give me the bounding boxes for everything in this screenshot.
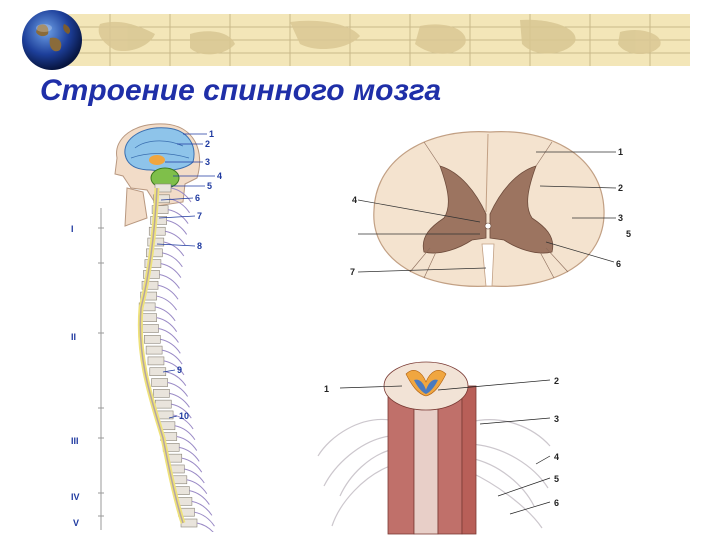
spinal-nerve — [165, 230, 186, 246]
globe-icon — [22, 10, 82, 70]
spinal-nerve — [191, 500, 213, 516]
spinal-nerve — [162, 252, 183, 268]
region-label: IV — [71, 492, 80, 502]
header-banner — [60, 14, 690, 66]
label: 5 — [626, 229, 631, 239]
label: 8 — [197, 241, 202, 251]
vertebra — [141, 280, 159, 290]
page-title: Строение спинного мозга — [40, 74, 442, 107]
vertebrae — [138, 183, 198, 528]
vertebra — [145, 345, 163, 355]
spinal-nerve — [155, 306, 176, 322]
label: 4 — [554, 452, 559, 462]
spinal-nerve — [169, 392, 190, 408]
label: 6 — [616, 259, 621, 269]
vertebra — [151, 378, 168, 387]
label: 3 — [205, 157, 210, 167]
vertebra — [146, 248, 163, 258]
spinal-nerve — [160, 338, 181, 354]
midbrain — [149, 155, 165, 165]
label: 3 — [554, 414, 559, 424]
spinal-nerve — [163, 241, 185, 257]
label: 2 — [205, 139, 210, 149]
spinal-nerve — [156, 295, 178, 311]
spinal-nerve — [174, 425, 196, 441]
segment-figure: 1 2 3 4 5 6 — [310, 346, 580, 536]
central-canal — [484, 222, 492, 230]
vertebra — [144, 259, 162, 268]
spinal-nerve — [184, 468, 205, 484]
spinal-nerve — [159, 273, 180, 289]
label: 10 — [179, 411, 189, 421]
region-label: II — [71, 332, 76, 342]
spinal-nerve — [176, 436, 198, 451]
label: 7 — [197, 211, 202, 221]
spinal-nerve — [165, 371, 187, 386]
spinal-nerve — [181, 457, 203, 473]
spinal-nerve — [160, 263, 182, 278]
grey-matter-left — [422, 165, 487, 254]
label: 7 — [350, 267, 355, 277]
vertebra — [143, 334, 161, 344]
spinal-nerve — [171, 403, 192, 419]
label: 3 — [618, 213, 623, 223]
vertebra — [148, 226, 166, 236]
label: 9 — [177, 365, 182, 375]
label: 2 — [618, 183, 623, 193]
vertebra — [153, 389, 170, 398]
spinal-nerve — [158, 327, 179, 343]
label: 5 — [207, 181, 212, 191]
spinal-nerve — [166, 219, 188, 235]
cord-columns — [387, 385, 477, 535]
spinal-nerve — [157, 284, 179, 300]
label: 2 — [554, 376, 559, 386]
label: 6 — [195, 193, 200, 203]
spinal-nerve — [163, 360, 185, 376]
region-label: III — [71, 436, 79, 446]
spine-figure: I II III IV V 1 2 3 4 5 6 7 8 9 10 — [65, 118, 245, 532]
label: 6 — [554, 498, 559, 508]
spinal-nerve — [189, 490, 210, 505]
map-pattern — [60, 14, 690, 66]
region-label: I — [71, 224, 74, 234]
vertebra — [154, 399, 172, 409]
spinal-nerve — [170, 187, 192, 203]
region-label: V — [73, 518, 79, 528]
cross-section-figure: 1 2 3 4 5 6 7 — [340, 122, 640, 294]
label: 1 — [209, 129, 214, 139]
spinal-nerve — [156, 317, 178, 332]
vertebra — [142, 324, 159, 333]
spinal-nerve — [179, 446, 200, 462]
spinal-nerve — [196, 522, 214, 532]
spinal-nerve — [172, 414, 194, 430]
spinal-nerve — [186, 479, 208, 495]
label: 5 — [554, 474, 559, 484]
label: 4 — [217, 171, 222, 181]
spinal-nerve — [168, 209, 189, 224]
spinal-nerves — [155, 187, 215, 532]
label: 1 — [618, 147, 623, 157]
spinal-nerve — [162, 349, 183, 365]
vertebra — [143, 270, 160, 279]
label: 4 — [352, 195, 357, 205]
label: 1 — [324, 384, 329, 394]
vertebra — [147, 356, 165, 366]
grey-matter-right — [489, 165, 554, 254]
spinal-nerve — [194, 511, 215, 527]
spinal-nerve — [167, 382, 189, 397]
